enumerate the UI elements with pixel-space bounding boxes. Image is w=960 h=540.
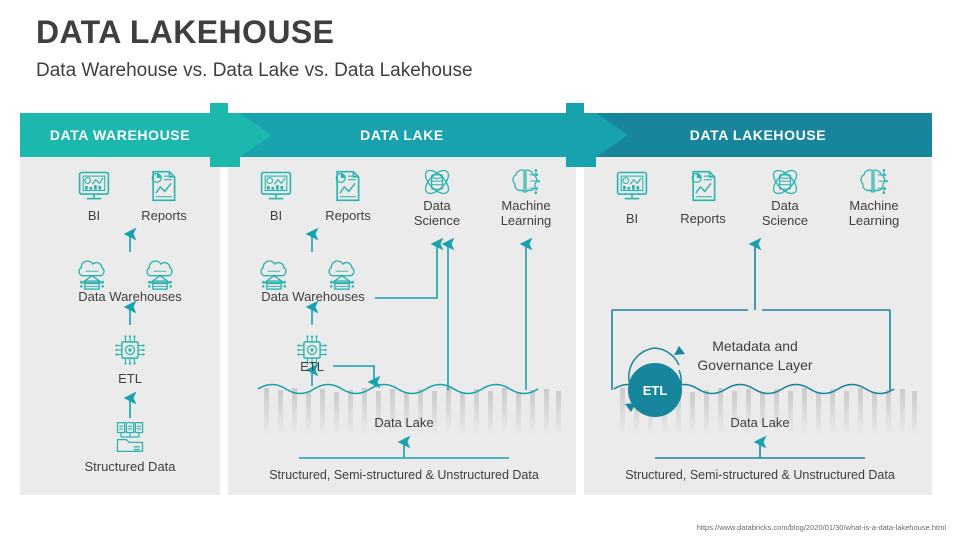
brain-circuit-icon (512, 168, 540, 195)
label-etl-col3: ETL (642, 382, 668, 398)
document-chart-icon (151, 170, 176, 202)
banner-data-warehouse: DATA WAREHOUSE (20, 113, 220, 157)
arrow-chevron-lake-to-lakehouse (566, 103, 628, 167)
monitor-chart-icon (78, 171, 110, 200)
source-url: https://www.databricks.com/blog/2020/01/… (696, 523, 946, 532)
cloud-warehouse-icon (146, 260, 173, 290)
atom-database-icon (772, 169, 798, 195)
label-etl-col1: ETL (118, 371, 142, 386)
label-bi-lakehouse: BI (625, 211, 639, 226)
label-data-lake-col3: Data Lake (730, 415, 790, 430)
cloud-warehouse-icon (260, 260, 287, 290)
label-governance-layer: Metadata and Governance Layer (697, 338, 813, 373)
label-etl-col2: ETL (300, 359, 324, 374)
banner-data-lake: DATA LAKE (228, 113, 576, 157)
monitor-chart-icon (260, 171, 292, 200)
folder-documents-icon (116, 422, 144, 452)
etl-circle-lakehouse: ETL (628, 363, 682, 417)
banner-data-lakehouse: DATA LAKEHOUSE (584, 113, 932, 157)
label-data-warehouses-col2: Data Warehouses (261, 289, 365, 304)
label-reports-warehouse: Reports (141, 208, 187, 223)
microchip-icon (115, 335, 145, 365)
brain-circuit-icon (860, 168, 888, 195)
banner-label-warehouse: DATA WAREHOUSE (49, 127, 191, 143)
microchip-icon (297, 335, 327, 365)
arrow-chevron-warehouse-to-lake (210, 103, 272, 167)
cloud-warehouse-icon (328, 260, 355, 290)
label-bi-lake: BI (269, 208, 283, 223)
document-chart-icon (335, 170, 360, 202)
label-machine-learning-lake: Machine Learning (500, 198, 552, 228)
label-reports-lake: Reports (325, 208, 371, 223)
monitor-chart-icon (616, 171, 648, 200)
document-chart-icon (691, 170, 716, 202)
banner-label-lakehouse: DATA LAKEHOUSE (689, 127, 827, 143)
atom-database-icon (424, 169, 450, 195)
label-data-lake-col2: Data Lake (374, 415, 434, 430)
label-machine-learning-lakehouse: Machine Learning (848, 198, 900, 228)
page-title: DATA LAKEHOUSE (36, 14, 335, 50)
label-bi-warehouse: BI (87, 208, 101, 223)
banner-label-lake: DATA LAKE (360, 127, 444, 143)
panel-data-warehouse (20, 113, 220, 495)
label-source-data-col3: Structured, Semi-structured & Unstructur… (625, 468, 895, 482)
label-reports-lakehouse: Reports (680, 211, 726, 226)
label-data-science-lake: Data Science (413, 198, 461, 228)
label-data-warehouses-col1: Data Warehouses (78, 289, 182, 304)
label-data-science-lakehouse: Data Science (761, 198, 809, 228)
label-source-data-col2: Structured, Semi-structured & Unstructur… (269, 468, 539, 482)
label-structured-data-col1: Structured Data (84, 459, 176, 474)
page-subtitle: Data Warehouse vs. Data Lake vs. Data La… (36, 60, 473, 81)
cloud-warehouse-icon (78, 260, 105, 290)
